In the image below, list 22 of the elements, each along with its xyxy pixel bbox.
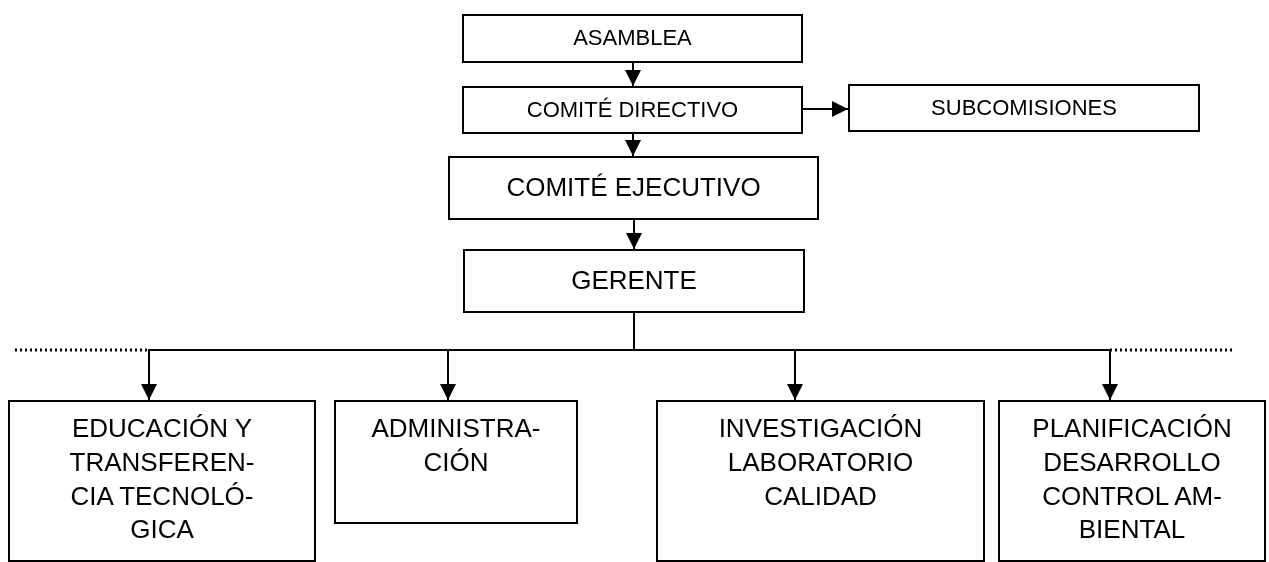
arrow [626, 219, 642, 250]
org-box [462, 14, 803, 63]
unit-name: COMITÉ EJECUTIVO [506, 171, 761, 205]
arrow [802, 101, 849, 117]
org-box [463, 249, 805, 313]
unit-name: ADMINISTRA- CIÓN [371, 412, 541, 479]
unit-name: EDUCACIÓN Y TRANSFEREN- CIA TECNOLÓ- GICA [69, 412, 255, 547]
org-box [462, 86, 803, 134]
org-box [656, 400, 985, 562]
unit-name: SUBCOMISIONES [931, 93, 1117, 122]
org-box [8, 400, 316, 562]
arrow [625, 62, 641, 87]
unit-name: PLANIFICACIÓN DESARROLLO CONTROL AM- BIENTAL [1032, 412, 1232, 547]
org-box [998, 400, 1266, 562]
unit-name: INVESTIGACIÓN LABORATORIO CALIDAD [718, 412, 923, 513]
unit-name: ASAMBLEA [573, 24, 692, 53]
arrow [625, 133, 641, 157]
org-box [448, 156, 819, 220]
unit-name: COMITÉ DIRECTIVO [526, 95, 739, 124]
org-box [848, 84, 1200, 132]
org-box [334, 400, 578, 524]
unit-name: GERENTE [571, 264, 697, 298]
